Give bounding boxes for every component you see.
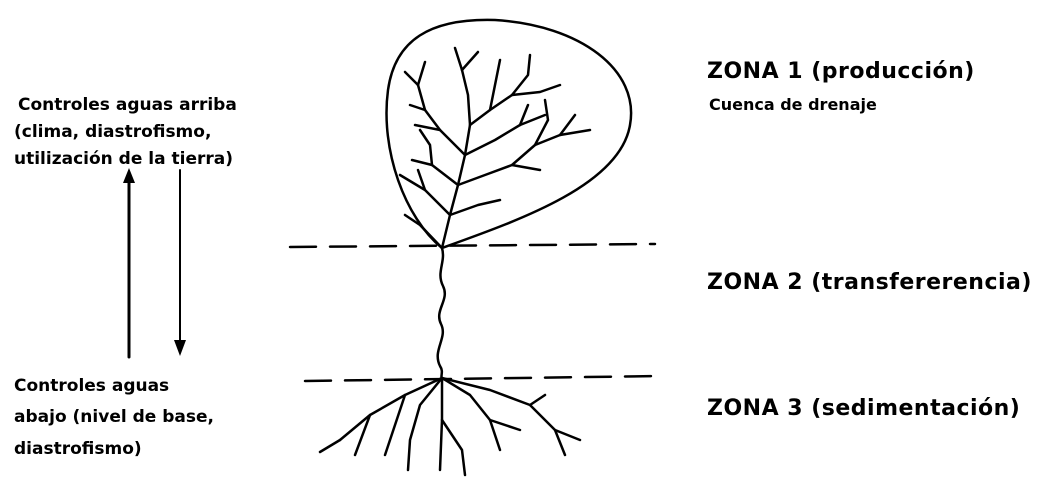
zone-2-title: ZONA 2 (transfererencia) <box>707 269 1032 297</box>
downstream-controls-line-1: Controles aguas <box>14 373 169 400</box>
upstream-controls-line-3: utilización de la tierra) <box>14 146 233 173</box>
upper-zone-boundary <box>290 244 655 247</box>
transfer-channel <box>438 248 445 380</box>
distributary-network <box>320 378 580 475</box>
zone-1-subtitle: Cuenca de drenaje <box>709 94 877 116</box>
upstream-controls-line-2: (clima, diastrofismo, <box>14 119 211 146</box>
downstream-controls-line-2: abajo (nivel de base, <box>14 404 214 431</box>
upstream-controls-line-1: Controles aguas arriba <box>18 92 237 119</box>
arrow-up-icon <box>123 168 135 357</box>
zone-1-title: ZONA 1 (producción) <box>707 58 975 86</box>
zone-3-title: ZONA 3 (sedimentación) <box>707 395 1020 423</box>
arrow-down-icon <box>174 170 186 356</box>
lower-zone-boundary <box>305 376 660 381</box>
downstream-controls-line-3: diastrofismo) <box>14 436 142 463</box>
dendritic-network <box>400 48 590 248</box>
